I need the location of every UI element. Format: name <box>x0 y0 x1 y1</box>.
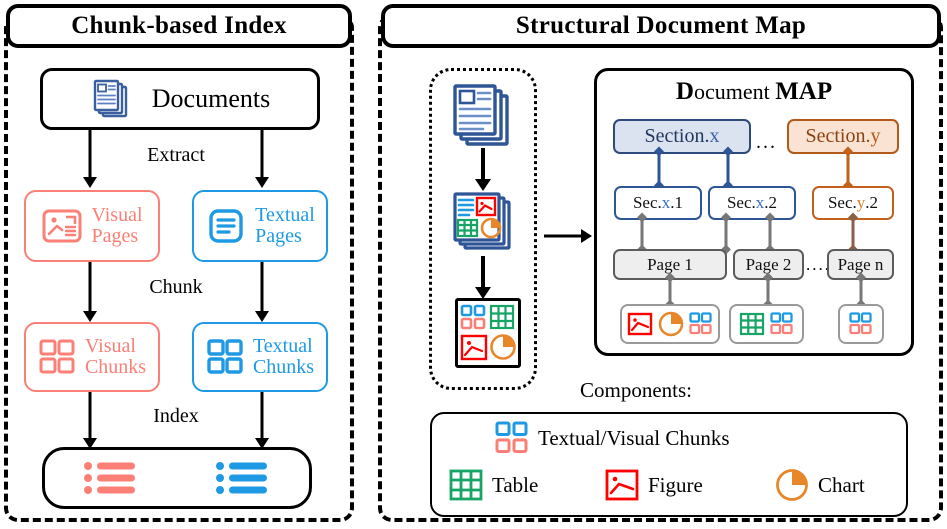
legend-item-chart: Chart <box>775 468 865 502</box>
left-panel-title-bar: Chunk-based Index <box>6 4 352 48</box>
connector-sectionx-to-secx2 <box>723 146 733 191</box>
legend-label-table: Table <box>492 472 539 497</box>
left-panel-title: Chunk-based Index <box>71 12 287 39</box>
chart-icon <box>775 468 809 502</box>
node-section-x-prefix: Section. <box>644 125 710 147</box>
node-section-x-suffix: x <box>709 125 720 147</box>
visual-pages-label-line1: Visual <box>91 204 143 227</box>
step-label-index: Index <box>153 405 199 427</box>
legend-label-figure: Figure <box>648 472 703 497</box>
documents-box[interactable]: Documents <box>40 68 320 130</box>
figure-icon <box>627 312 653 336</box>
legend-item-chunks: Textual/Visual Chunks <box>495 421 730 455</box>
parsed-components-icon <box>455 298 521 368</box>
textual-chunks-label-line1: Textual <box>252 335 313 358</box>
node-section-y-prefix: Section. <box>805 125 871 147</box>
documents-stack-icon <box>90 77 134 121</box>
textual-chunks-label: Textual Chunks <box>253 336 314 378</box>
page2-contents-box[interactable] <box>729 304 804 344</box>
connector-sectiony-to-secy2 <box>843 146 853 191</box>
legend-item-table: Table <box>449 469 538 501</box>
legend-item-figure: Figure <box>605 469 703 501</box>
step-label-chunk: Chunk <box>149 276 203 298</box>
connector-secx1-to-page1 <box>637 212 647 255</box>
document-map-title-first: D <box>675 78 694 105</box>
node-sec-y-2-suffix: .2 <box>865 193 879 212</box>
connector-secx2-to-page2 <box>765 212 775 255</box>
connector-secx2-to-page1 <box>721 212 731 255</box>
connector-page1-to-contents <box>665 272 675 310</box>
visual-pages-label-line2: Pages <box>91 225 139 247</box>
page1-contents-box[interactable] <box>620 304 720 344</box>
legend-label-chart: Chart <box>818 472 865 497</box>
index-box[interactable] <box>42 447 312 509</box>
document-map-title-last: MAP <box>775 78 833 105</box>
textual-pages-label: Textual Pages <box>255 205 315 247</box>
visual-chunks-label: Visual Chunks <box>85 336 146 378</box>
visual-pages-box[interactable]: Visual Pages <box>24 190 160 262</box>
node-sec-x-1[interactable]: Sec.x.1 <box>614 186 702 220</box>
textual-chunks-label-line2: Chunks <box>252 356 315 378</box>
textual-pages-box[interactable]: Textual Pages <box>192 190 328 262</box>
right-panel-title: Structural Document Map <box>515 12 807 39</box>
visual-chunks-label-line1: Visual <box>84 335 136 358</box>
node-section-x[interactable]: Section.x <box>613 119 751 154</box>
node-sec-x-2[interactable]: Sec.x.2 <box>708 186 796 220</box>
chunks-icon <box>770 312 794 336</box>
node-page-2[interactable]: Page 2 <box>733 249 804 280</box>
visual-pages-label: Visual Pages <box>91 205 142 247</box>
node-sec-x-1-prefix: Sec. <box>632 193 662 212</box>
document-map-title: Document MAP <box>594 78 914 106</box>
visual-chunks-box[interactable]: Visual Chunks <box>24 322 160 392</box>
chunks-icon <box>495 421 529 455</box>
connector-sectionx-to-secx1 <box>654 146 664 191</box>
multimodal-pages-stack-icon <box>447 190 523 260</box>
pipeline-dotted-frame <box>429 68 537 390</box>
connector-page2-to-contents <box>763 272 773 310</box>
connector-pagen-to-contents <box>856 272 866 310</box>
node-sec-y-2-prefix: Sec. <box>827 193 857 212</box>
table-icon <box>449 469 483 501</box>
node-sec-y-2-var: y <box>856 193 866 212</box>
documents-stack-icon <box>447 82 519 154</box>
node-sec-x-1-var: x <box>661 193 671 212</box>
visual-chunks-label-line2: Chunks <box>84 356 147 378</box>
node-sec-x-2-prefix: Sec. <box>726 193 756 212</box>
blue-list-icon <box>214 457 272 499</box>
components-label: Components: <box>580 378 693 402</box>
node-sec-x-2-var: x <box>755 193 765 212</box>
documents-label: Documents <box>151 84 271 114</box>
node-section-y[interactable]: Section.y <box>787 119 899 154</box>
node-page-n[interactable]: Page n <box>827 249 894 280</box>
table-icon <box>739 312 765 336</box>
connector-secy2-to-pagen <box>848 212 858 255</box>
chunks-icon <box>689 312 713 336</box>
chart-icon <box>658 311 684 337</box>
document-map-title-mid: ocument <box>693 79 776 104</box>
red-list-icon <box>82 457 140 499</box>
right-panel-title-bar: Structural Document Map <box>381 4 941 48</box>
sections-ellipsis: ... <box>756 131 777 153</box>
legend-label-chunks: Textual/Visual Chunks <box>538 425 730 450</box>
step-label-extract: Extract <box>147 144 205 166</box>
textual-pages-label-line1: Textual <box>255 204 315 227</box>
four-square-chunks-icon <box>38 338 76 376</box>
chunks-icon <box>849 312 873 336</box>
node-section-y-suffix: y <box>870 125 881 147</box>
text-page-icon <box>205 205 247 247</box>
node-sec-x-2-suffix: .2 <box>764 193 778 212</box>
figure-icon <box>605 469 639 501</box>
textual-chunks-box[interactable]: Textual Chunks <box>192 322 328 392</box>
textual-pages-label-line2: Pages <box>255 225 302 247</box>
node-sec-x-1-suffix: .1 <box>670 193 684 212</box>
pagen-contents-box[interactable] <box>838 304 884 344</box>
four-square-chunks-icon <box>206 338 244 376</box>
image-page-icon <box>41 205 83 247</box>
